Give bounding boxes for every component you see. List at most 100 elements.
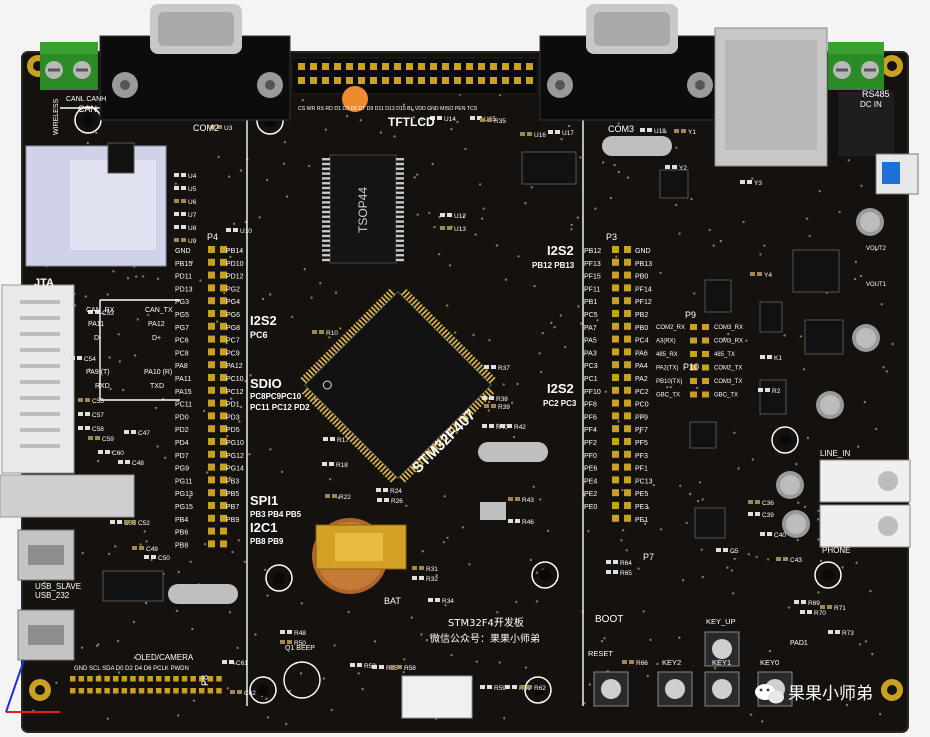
pad1-label: PAD1 (790, 640, 808, 647)
header-pin-label: PE6 (584, 466, 597, 473)
header-pin-label: PE3 (635, 504, 648, 511)
header-pin-label: PA7 (584, 325, 597, 332)
header-pin-label: PD1 (226, 402, 240, 409)
header-pin-label: PF9 (635, 414, 648, 421)
header-pin-label: PG5 (175, 312, 189, 319)
refdes-label: C62 (244, 690, 256, 697)
usb-232-label: USB_232 (35, 591, 70, 600)
wechat-icon (755, 684, 784, 704)
header-pin-label: PC6 (175, 338, 189, 345)
header-pin-label: PG7 (175, 325, 189, 332)
refdes-label: R10 (326, 330, 338, 337)
refdes-label: R2 (772, 388, 781, 395)
header-pin-label: PA4 (635, 363, 648, 370)
i2s2-left-label: I2S2 (250, 313, 277, 328)
header-pin-label: PC7 (226, 338, 240, 345)
p9-pin-label: GBC_TX (714, 393, 738, 399)
header-pin-label: PF2 (584, 440, 597, 447)
refdes-label: R61 (519, 685, 531, 692)
tftlcd-header (291, 57, 539, 95)
refdes-label: R73 (842, 630, 854, 637)
header-pin-label: PD12 (226, 274, 244, 281)
header-pin-label: PF15 (584, 274, 601, 281)
header-pin-label: PD2 (175, 427, 189, 434)
can-block-label: D+ (152, 335, 161, 342)
can-block-label: CAN_TX (145, 307, 173, 314)
header-pin-label: PF4 (584, 427, 597, 434)
header-pin-label: PA6 (635, 350, 648, 357)
header-pin-label: PC8 (175, 350, 189, 357)
header-pin-label: PG11 (175, 478, 192, 485)
jtag-connector (0, 284, 135, 518)
refdes-label: R69 (808, 600, 820, 607)
can-block-label: PA9 (T) (86, 369, 110, 376)
header-pin-label: PB7 (226, 504, 239, 511)
bat-label: BAT (384, 596, 401, 606)
header-pin-label: PC13 (635, 478, 653, 485)
vout1-label: VOUT1 (866, 282, 887, 288)
i2s2-left-pins: PC6 (250, 330, 268, 340)
refdes-label: R26 (391, 498, 403, 505)
refdes-label: C54 (84, 356, 96, 363)
usb-slave-label: USB_SLAVE (35, 582, 81, 591)
key-up-label: KEY_UP (706, 617, 736, 626)
can-block-label: PA12 (148, 321, 165, 328)
header-pin-label: PG4 (226, 299, 240, 306)
header-pin-label: PB0 (635, 325, 648, 332)
audio-jacks (819, 459, 911, 548)
usb-b-connector (714, 27, 894, 167)
refdes-label: C59 (102, 436, 114, 443)
refdes-label: R43 (522, 497, 534, 504)
refdes-label: K1 (774, 355, 782, 362)
header-pin-label: GND (635, 248, 651, 255)
p10-label: P10 (683, 362, 699, 372)
refdes-label: R58 (404, 665, 416, 672)
refdes-label: U14 (444, 116, 456, 123)
refdes-label: U7 (188, 212, 197, 219)
header-pin-label: PE1 (635, 517, 648, 524)
refdes-label: C55 (92, 398, 104, 405)
header-pin-label: PC10 (226, 376, 244, 383)
boot-label: BOOT (595, 614, 623, 625)
refdes-label: C57 (92, 412, 104, 419)
refdes-label: C53 (102, 310, 114, 317)
refdes-label: C5 (730, 548, 739, 555)
header-pin-label: PF6 (584, 414, 597, 421)
header-pin-label: PD13 (175, 286, 193, 293)
rs485-label: RS485 (862, 89, 890, 99)
refdes-label: C60 (112, 450, 124, 457)
can-terminal-block (40, 42, 98, 90)
refdes-label: R71 (834, 605, 846, 612)
jtag-label: JTA (34, 277, 54, 289)
i2c1-label: I2C1 (250, 520, 277, 535)
refdes-label: C36 (762, 500, 774, 507)
can-block-label: CAN_RX (86, 307, 115, 314)
spi1-label: SPI1 (250, 493, 278, 508)
header-pin-label: PD5 (226, 427, 240, 434)
com3-label: COM3 (608, 124, 634, 134)
sram-chip (322, 154, 404, 264)
header-pin-label: PF8 (584, 402, 597, 409)
refdes-label: U10 (240, 228, 252, 235)
refdes-label: R18 (336, 462, 348, 469)
i2s2-mid-label: I2S2 (547, 381, 574, 396)
refdes-label: U17 (562, 130, 574, 137)
vout2-label: VOUT2 (866, 246, 887, 252)
wechat-label: 微信公众号：果果小师弟 (430, 632, 540, 645)
can-block-label: PA10 (R) (144, 369, 172, 376)
refdes-label: R59 (494, 685, 506, 692)
header-pin-label: PG3 (175, 299, 189, 306)
header-pin-label: PE5 (635, 491, 648, 498)
refdes-label: R66 (636, 660, 648, 667)
refdes-label: R37 (498, 365, 510, 372)
header-pin-label: PF5 (635, 440, 648, 447)
header-pin-label: PF10 (584, 389, 601, 396)
header-pin-label: PA2 (635, 376, 648, 383)
refdes-label: U18 (654, 128, 666, 135)
header-pin-label: PE2 (584, 491, 597, 498)
header-pin-label: PD3 (226, 414, 240, 421)
usb-232-connector (17, 609, 75, 661)
phone-label: PHONE (822, 546, 850, 555)
mcu-chip (300, 288, 496, 483)
beep-label: Q1 BEEP (285, 645, 315, 652)
